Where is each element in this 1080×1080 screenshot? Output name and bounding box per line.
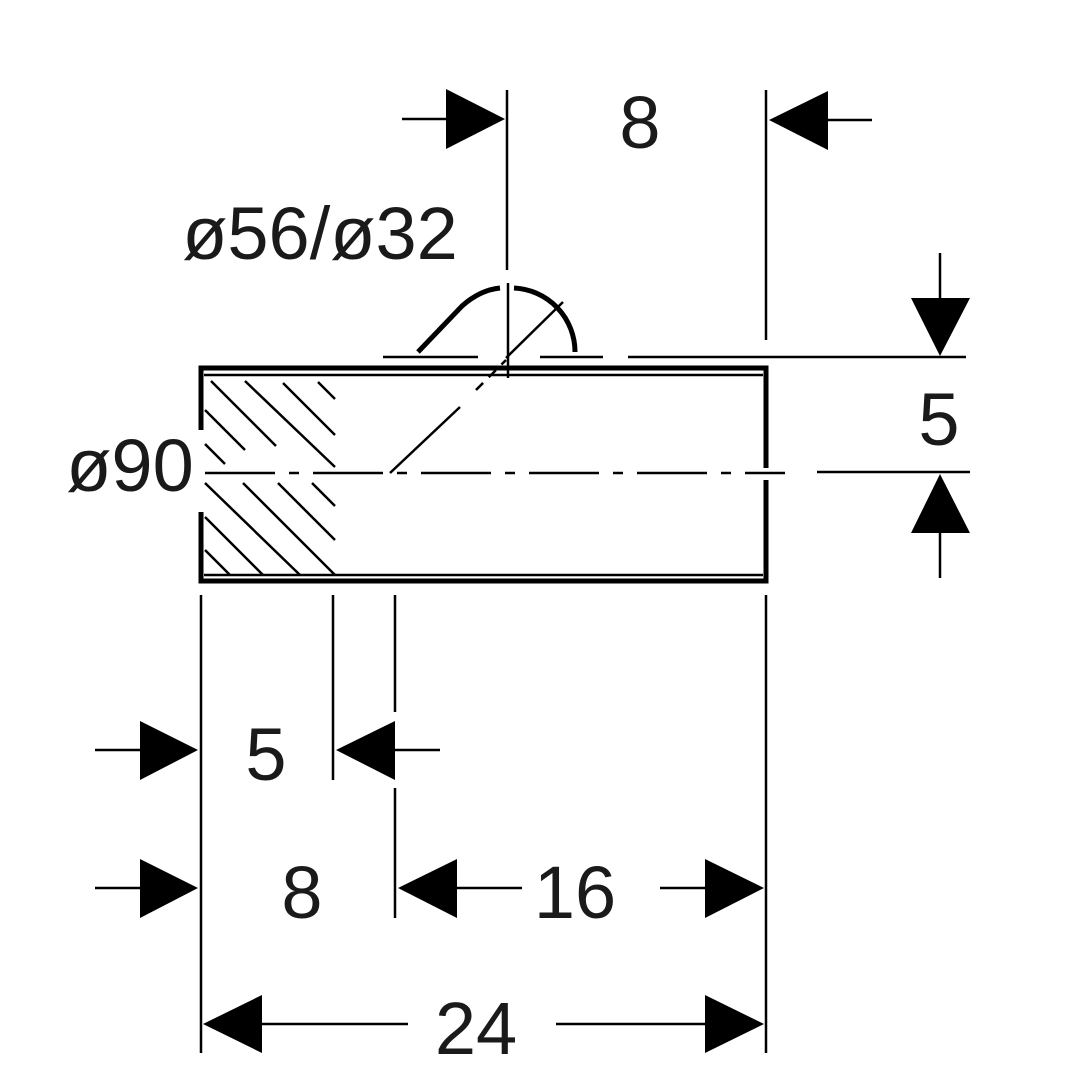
part-body bbox=[198, 365, 785, 584]
dimension-right-5: 5 bbox=[628, 253, 970, 578]
dimension-top-8: 8 bbox=[402, 81, 872, 340]
outer-diameter-label: ø90 bbox=[66, 424, 194, 507]
dimension-label: 8 bbox=[281, 851, 322, 934]
arrow-right-icon bbox=[140, 721, 198, 780]
dimension-overall-24: 24 bbox=[203, 987, 764, 1070]
chamfer-diameter-label: ø56/ø32 bbox=[182, 192, 458, 275]
dimension-label: 16 bbox=[534, 851, 616, 934]
arrow-left-icon bbox=[398, 859, 457, 918]
arrow-right-icon bbox=[140, 859, 198, 918]
arrow-left-icon bbox=[203, 995, 262, 1053]
arrow-right-icon bbox=[705, 995, 764, 1053]
outline-bottom bbox=[198, 480, 769, 584]
arrow-left-icon bbox=[336, 721, 395, 780]
extension-lines bbox=[199, 595, 768, 1053]
arrow-left-icon bbox=[769, 91, 828, 150]
arrow-right-icon bbox=[705, 859, 764, 918]
arrow-down-icon bbox=[911, 298, 970, 356]
dimension-bottom-5: 5 bbox=[95, 713, 440, 796]
dimension-label: 24 bbox=[435, 987, 517, 1070]
outline-top bbox=[198, 365, 769, 468]
arrow-up-icon bbox=[911, 474, 970, 533]
chamfer-detail bbox=[383, 283, 603, 474]
dimension-label: 5 bbox=[918, 378, 959, 461]
dimension-bottom-8-16: 8 16 bbox=[95, 851, 764, 934]
section-hatching bbox=[204, 380, 336, 576]
dimension-label: 5 bbox=[245, 713, 286, 796]
arrow-right-icon bbox=[446, 89, 505, 149]
dimension-label: 8 bbox=[619, 81, 660, 164]
